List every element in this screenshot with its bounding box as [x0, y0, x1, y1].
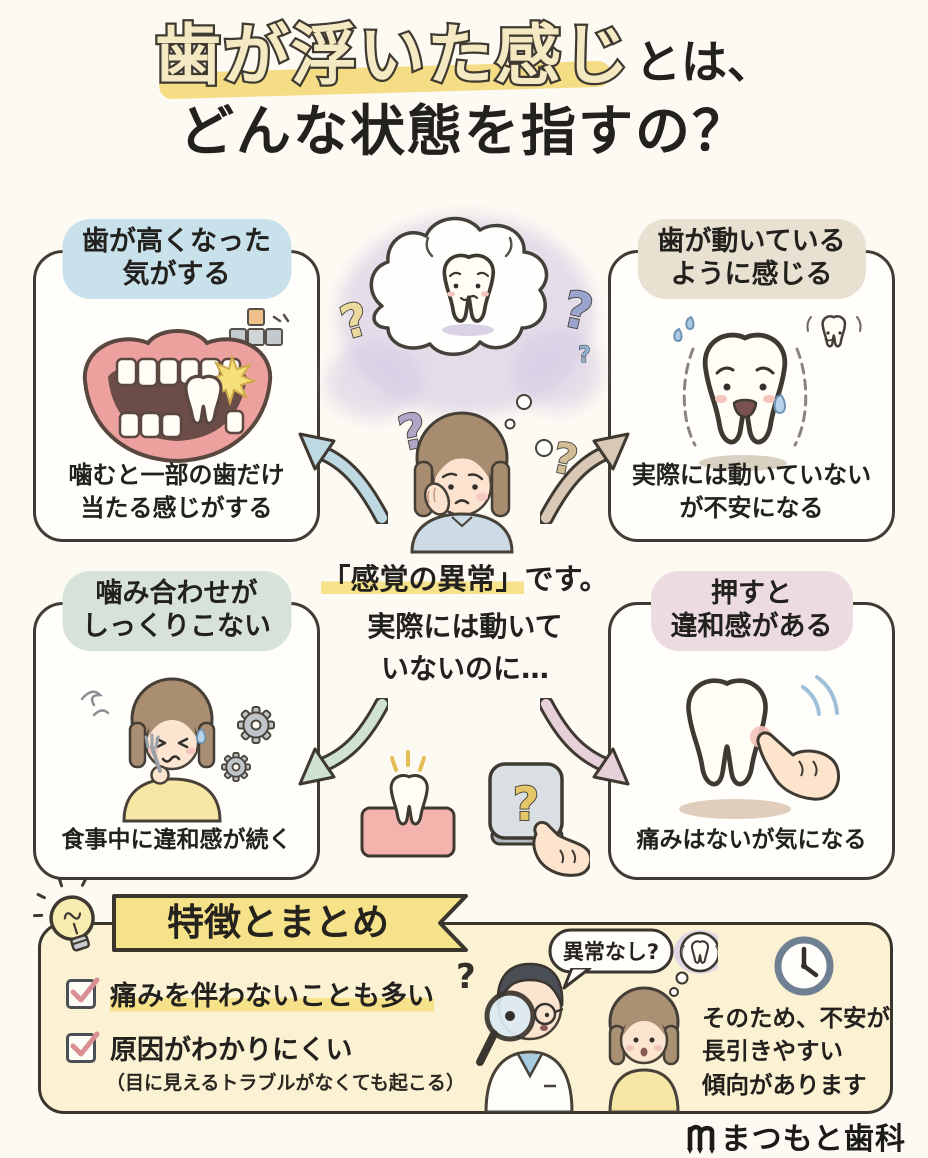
card1-caption-line2: 当たる感じがする [80, 493, 273, 522]
speech-bubble: 異常なし? [548, 928, 674, 990]
card4-caption: 痛みはないが気になる [636, 827, 867, 854]
summary-item-1: 痛みを伴わないことも多い [66, 974, 434, 1013]
card4-header-line1: 押すと [711, 578, 792, 609]
clinic-logo: まつもと歯科 [685, 1114, 906, 1158]
card-tooth-feels-higher: 歯が高くなった 気がする 噛 [33, 219, 320, 542]
statement-sub2: いないのに… [380, 652, 549, 685]
tooth-press-illustration [679, 675, 840, 819]
card2-caption-line1: 実際には動いていない [631, 460, 872, 489]
svg-text:異常なし?: 異常なし? [563, 940, 659, 964]
lightbulb-icon [32, 877, 95, 952]
eating-woman-illustration [80, 677, 275, 823]
arrow-up-left-icon [298, 432, 388, 524]
worried-tooth-illustration [673, 315, 862, 471]
thought-bubble [669, 930, 718, 997]
mouth-illustration [82, 329, 273, 464]
card2-caption: 実際には動いていない が不安になる [611, 459, 892, 525]
title-suffix: とは、 [635, 35, 773, 89]
checkbox-icon [66, 1031, 100, 1063]
page-title: 歯が浮いた感じとは、 どんな状態を指すの？ [0, 17, 928, 163]
card1-header-line1: 歯が高くなった [82, 226, 271, 257]
summary-banner: 特徴とまとめ [112, 894, 468, 952]
card1-caption: 噛むと一部の歯だけ 当たる感じがする [36, 459, 317, 525]
summary-item-2: 原因がわかりにくい [66, 1028, 352, 1067]
side-text-line1: そのため、不安が [702, 1004, 890, 1032]
sweat-drop-icon [773, 393, 786, 415]
clinic-name: まつもと歯科 [720, 1122, 906, 1157]
card1-header-line2: 気がする [122, 258, 231, 290]
card3-header-line1: 噛み合わせが [95, 578, 258, 609]
mini-tooth-icon [806, 315, 862, 348]
svg-text:特徴とまとめ: 特徴とまとめ [167, 901, 389, 944]
pointing-hand-icon [532, 820, 590, 877]
card4-header-line2: 違和感がある [670, 610, 833, 642]
title-line2: どんな状態を指すの？ [178, 98, 749, 163]
dentist [476, 962, 574, 1112]
summary-note: （目に見えるトラブルがなくても起こる） [106, 1072, 465, 1094]
gears-icon [221, 706, 275, 782]
card-bite-feels-off: 噛み合わせが しっくりこない [33, 571, 320, 880]
card2-caption-line2: が不安になる [679, 493, 824, 522]
statement-sub1: 実際には動いて [367, 610, 563, 643]
side-text-line2: 長引きやすい [702, 1037, 843, 1066]
svg-text:?: ? [513, 777, 540, 831]
title-keyword: 歯が浮いた感じ [153, 17, 632, 94]
statement-keyword: 「感覚の異常」 [321, 562, 525, 596]
statement-suffix: です。 [524, 562, 609, 596]
summary-item2-text: 原因がわかりにくい [110, 1035, 353, 1066]
card4-header: 押すと 違和感がある [650, 571, 853, 651]
squiggle-icon [80, 690, 110, 717]
tooth-on-gum-icon [360, 750, 456, 858]
clinic-logo-m-icon [686, 1124, 715, 1154]
card1-caption-line1: 噛むと一部の歯だけ [68, 460, 285, 489]
hand-on-cheek [423, 482, 451, 516]
pointing-hand-icon [756, 731, 840, 801]
card2-header: 歯が動いている ように感じる [637, 219, 866, 299]
card-press-discomfort: 押すと 違和感がある 痛みはないが気になる [608, 571, 895, 880]
card2-header-line1: 歯が動いている [657, 226, 846, 257]
checkbox-icon [66, 977, 100, 1009]
clock-icon [774, 936, 834, 996]
arrow-down-right-icon [540, 698, 630, 786]
card3-caption: 食事中に違和感が続く [61, 827, 292, 854]
center-statement: 「感覚の異常」です。 実際には動いて いないのに… [300, 556, 630, 687]
question-button-illustration: ? [360, 750, 590, 877]
card2-header-line2: ように感じる [670, 258, 833, 290]
svg-text:?: ? [456, 957, 476, 997]
patient [608, 986, 680, 1112]
card1-header: 歯が高くなった 気がする [62, 219, 291, 299]
dentist-patient-illustration: ? 異常なし? [456, 928, 718, 1112]
side-text-line3: 傾向があります [702, 1070, 867, 1099]
card3-header: 噛み合わせが しっくりこない [62, 571, 291, 651]
summary-box [38, 922, 893, 1114]
card3-header-line2: しっくりこない [82, 610, 271, 642]
fork-icon [144, 733, 170, 785]
summary-item1-text: 痛みを伴わないことも多い [110, 974, 434, 1013]
arrow-down-left-icon [298, 698, 388, 786]
arrow-up-right-icon [540, 432, 630, 524]
summary-side-text: そのため、不安が 長引きやすい 傾向があります [702, 1002, 902, 1102]
svg-text:?: ? [578, 343, 591, 368]
card-tooth-feels-moving: 歯が動いている ように感じる 実際には動いていない が不安になる [608, 219, 895, 542]
magnifier-icon [476, 990, 536, 1066]
question-button-icon: ? [488, 762, 564, 846]
